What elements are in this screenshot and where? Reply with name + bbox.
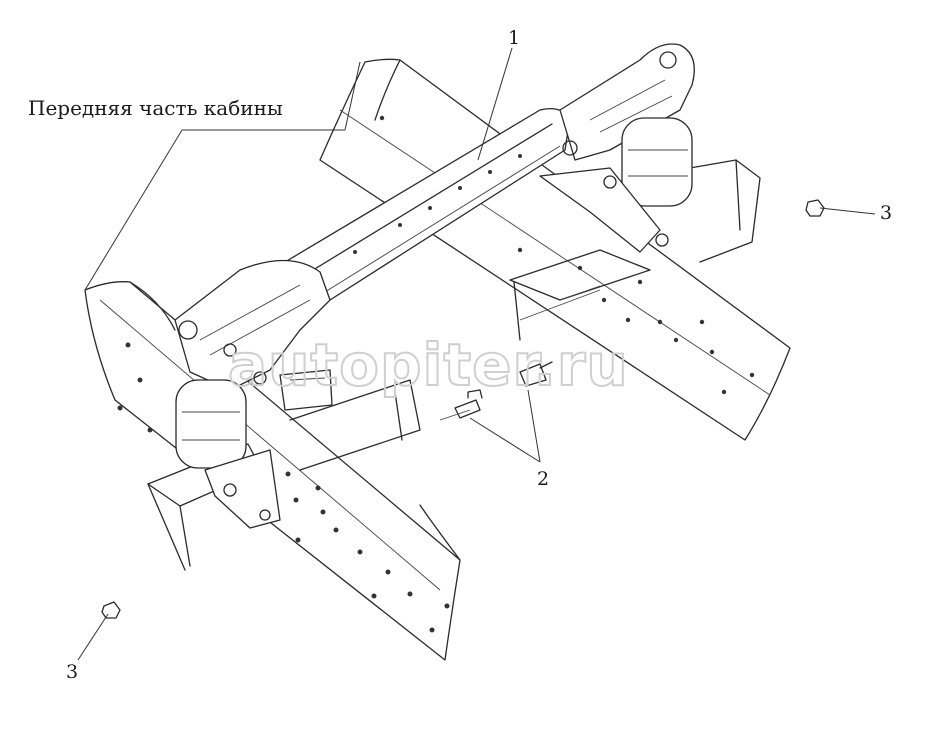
callout-part-1: 1 (508, 27, 520, 49)
callout-part-3-right: 3 (880, 202, 892, 224)
callout-part-3-left: 3 (66, 661, 78, 683)
callout-part-2: 2 (537, 468, 549, 490)
bolt-part-2-right (519, 361, 553, 387)
cab-front-label: Передняя часть кабины (28, 96, 283, 120)
rail-holes-left (117, 342, 450, 633)
right-frame-rail (319, 58, 791, 441)
cross-member-rear (509, 159, 761, 341)
right-suspension-assembly (539, 43, 695, 253)
leader-lines (77, 47, 876, 661)
left-suspension-assembly (174, 259, 333, 529)
rail-holes-right (379, 115, 755, 395)
bolt-part-2-left (454, 389, 483, 419)
nut-part-3-left (101, 601, 121, 619)
nut-part-3-right (805, 199, 825, 217)
watermark: autopiter.ru (228, 331, 629, 399)
